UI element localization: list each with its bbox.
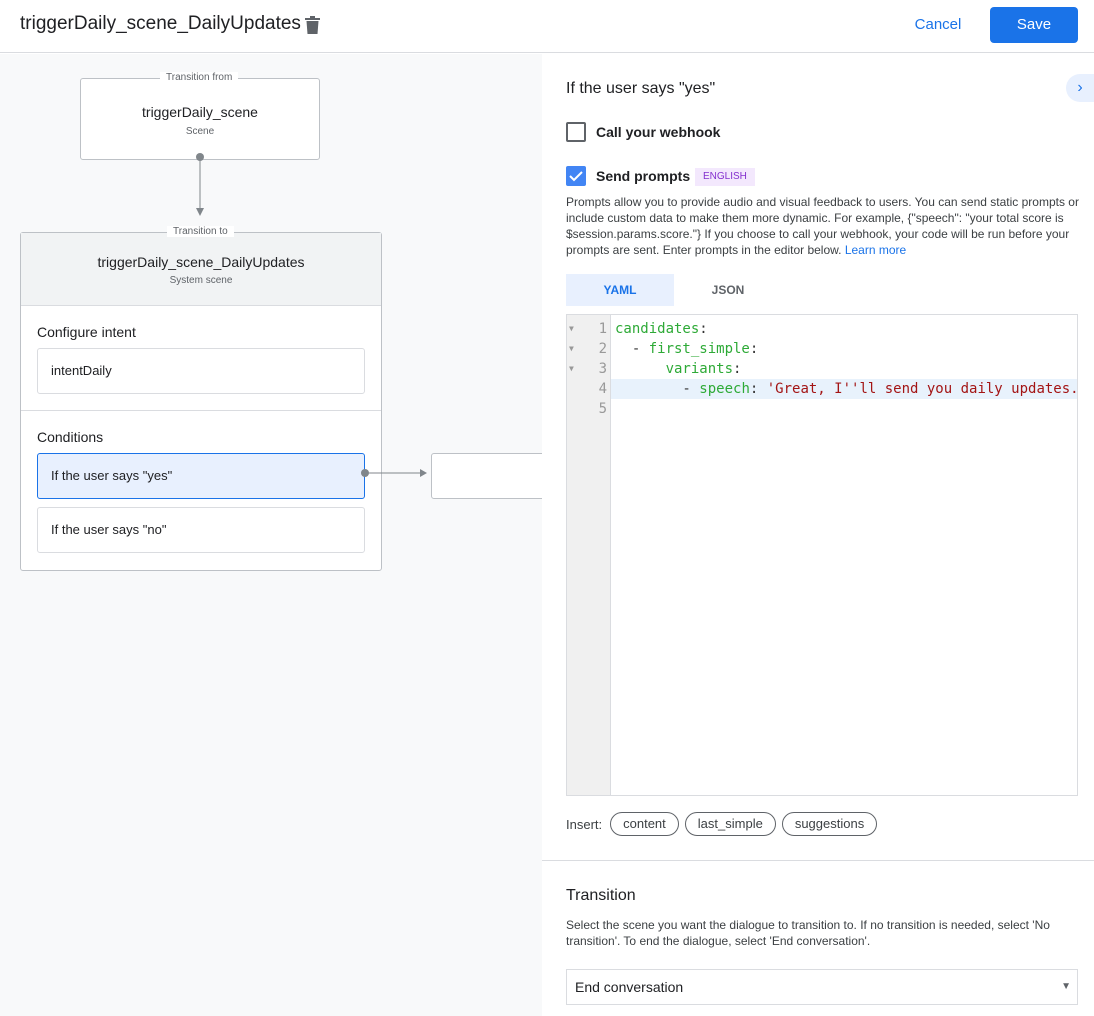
transition-from-node[interactable]: triggerDaily_scene Scene bbox=[80, 78, 320, 160]
code-line: candidates: bbox=[615, 321, 708, 337]
insert-suggestions-chip[interactable]: suggestions bbox=[781, 812, 878, 836]
connector-arrow bbox=[196, 153, 204, 216]
line-number: 3 bbox=[598, 361, 607, 377]
tab-json[interactable]: JSON bbox=[711, 283, 745, 297]
description-text: Prompts allow you to provide audio and v… bbox=[566, 195, 1079, 257]
line-number: 4 bbox=[598, 381, 607, 397]
save-button[interactable]: Save bbox=[990, 7, 1078, 43]
fold-icon[interactable]: ▼ bbox=[569, 364, 574, 373]
insert-label: Insert: bbox=[566, 816, 603, 832]
condition-yes[interactable]: If the user says "yes" bbox=[37, 453, 365, 499]
fold-icon[interactable]: ▼ bbox=[569, 324, 574, 333]
to-scene-type: System scene bbox=[169, 275, 233, 286]
conditions-heading: Conditions bbox=[37, 429, 104, 445]
intent-item[interactable]: intentDaily bbox=[37, 348, 365, 394]
webhook-checkbox[interactable] bbox=[566, 122, 586, 142]
condition-connector bbox=[361, 469, 427, 477]
check-icon bbox=[569, 171, 583, 182]
configure-intent-heading: Configure intent bbox=[37, 324, 136, 340]
prompts-description: Prompts allow you to provide audio and v… bbox=[566, 194, 1086, 258]
line-number: 1 bbox=[598, 321, 607, 337]
from-scene-name: triggerDaily_scene bbox=[142, 104, 258, 120]
header-bar: triggerDaily_scene_DailyUpdates Cancel S… bbox=[0, 0, 1094, 53]
transition-selected: End conversation bbox=[575, 979, 684, 995]
code-editor[interactable]: ▼ 1 ▼ 2 ▼ 3 4 5 candidates: - first_simple:… bbox=[566, 314, 1078, 796]
learn-more-link[interactable]: Learn more bbox=[844, 243, 907, 257]
webhook-label: Call your webhook bbox=[596, 124, 721, 140]
insert-content-chip[interactable]: content bbox=[610, 812, 679, 836]
active-line-highlight bbox=[611, 379, 1077, 399]
panel-title: If the user says "yes" bbox=[566, 80, 716, 97]
insert-last-simple-chip[interactable]: last_simple bbox=[684, 812, 776, 836]
line-gutter bbox=[567, 315, 611, 795]
transition-select[interactable]: End conversation ▼ bbox=[566, 969, 1078, 1005]
detail-panel: › If the user says "yes" Call your webho… bbox=[542, 54, 1094, 1016]
prompts-checkbox[interactable] bbox=[566, 166, 586, 186]
trash-icon[interactable] bbox=[304, 15, 321, 35]
line-number: 5 bbox=[598, 401, 607, 417]
language-badge: ENGLISH bbox=[695, 168, 755, 186]
code-line: - first_simple: bbox=[615, 341, 759, 357]
from-scene-type: Scene bbox=[185, 126, 215, 137]
to-scene-name: triggerDaily_scene_DailyUpdates bbox=[97, 254, 305, 270]
condition-no[interactable]: If the user says "no" bbox=[37, 507, 365, 553]
fold-icon[interactable]: ▼ bbox=[569, 344, 574, 353]
chevron-right-icon[interactable]: › bbox=[1066, 74, 1094, 102]
flow-canvas: triggerDaily_scene Scene Transition from… bbox=[0, 54, 542, 1016]
page-title: triggerDaily_scene_DailyUpdates bbox=[20, 13, 301, 34]
prompts-label: Send prompts bbox=[596, 168, 691, 184]
tab-yaml[interactable]: YAML bbox=[566, 274, 674, 306]
transition-description: Select the scene you want the dialogue t… bbox=[566, 918, 1050, 948]
transition-to-node: triggerDaily_scene_DailyUpdates System s… bbox=[20, 232, 382, 571]
dropdown-arrow-icon: ▼ bbox=[1061, 981, 1071, 992]
transition-to-label: Transition to bbox=[167, 226, 234, 237]
cancel-button[interactable]: Cancel bbox=[914, 16, 962, 33]
transition-from-label: Transition from bbox=[160, 72, 239, 83]
code-line: - speech: 'Great, I''ll send you daily u… bbox=[615, 381, 1077, 397]
empty-target-node[interactable] bbox=[431, 453, 542, 499]
transition-heading: Transition bbox=[566, 887, 636, 904]
insert-row: Insert: content last_simple suggestions bbox=[566, 812, 883, 836]
code-line: variants: bbox=[665, 361, 742, 377]
line-number: 2 bbox=[598, 341, 607, 357]
